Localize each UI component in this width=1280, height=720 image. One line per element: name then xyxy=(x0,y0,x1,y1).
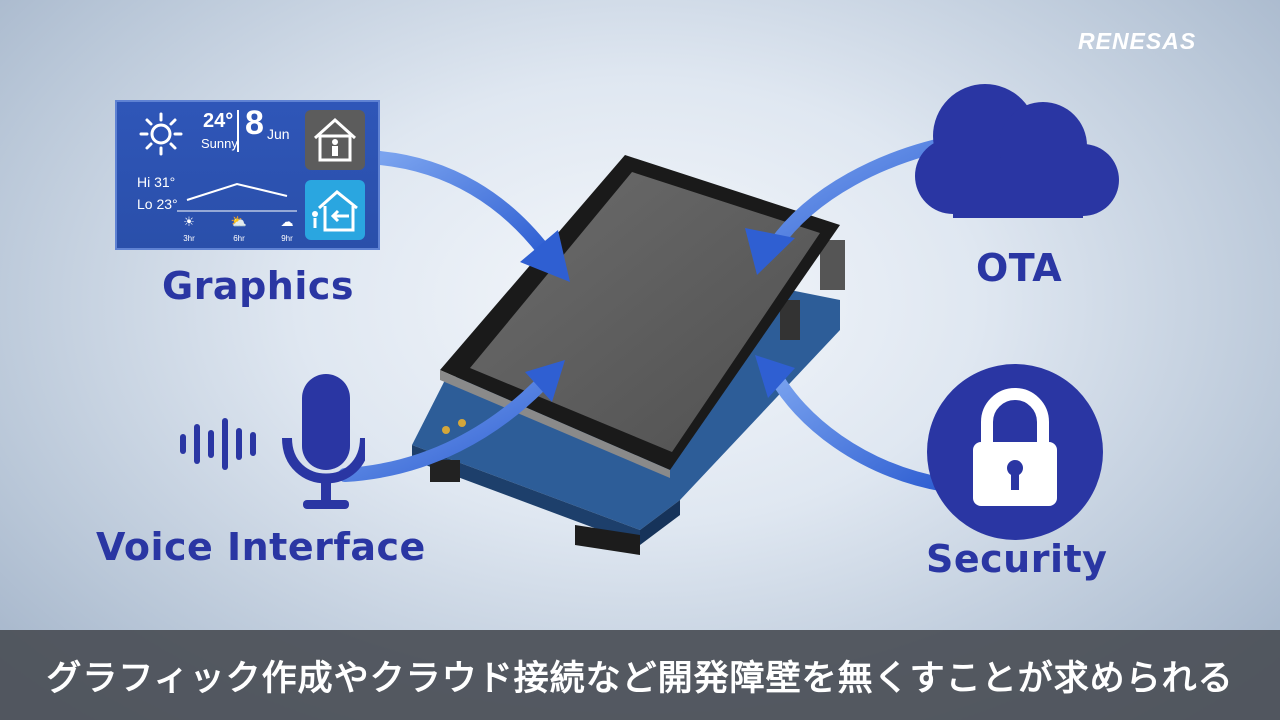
microphone-icon xyxy=(180,374,365,509)
date-day: 8 xyxy=(245,104,264,142)
forecast-time: 9hr xyxy=(281,234,293,243)
weather-widget: 24° Sunny 8 Jun Hi 31° Lo 23° ☀ ⛅ ☁ 3hr … xyxy=(115,100,380,250)
lock-icon xyxy=(927,364,1103,540)
subtitle-bar: グラフィック作成やクラウド接続など開発障壁を無くすことが求められる xyxy=(0,630,1280,720)
home-leave-icon xyxy=(312,190,358,232)
home-tile xyxy=(305,110,365,170)
ota-label: OTA xyxy=(976,246,1063,290)
renesas-logo: RENESAS xyxy=(1078,28,1197,54)
temperature-curve xyxy=(177,182,297,212)
graphics-label: Graphics xyxy=(162,264,354,308)
date-month: Jun xyxy=(267,126,290,142)
forecast-sun-icon: ☀ xyxy=(183,214,195,229)
voice-interface-label: Voice Interface xyxy=(96,525,426,569)
forecast-time: 3hr xyxy=(183,234,195,243)
condition: Sunny xyxy=(201,136,238,151)
temp-high: Hi 31° xyxy=(137,174,176,190)
arrow-head-security xyxy=(755,355,795,398)
subtitle-text: グラフィック作成やクラウド接続など開発障壁を無くすことが求められる xyxy=(46,658,1234,699)
cloud-icon xyxy=(915,84,1119,218)
arrow-head-ota xyxy=(745,228,795,275)
temperature: 24° xyxy=(203,110,234,132)
arrow-head-graphics xyxy=(520,230,570,282)
arrow-head-voice xyxy=(525,360,565,402)
security-label: Security xyxy=(926,537,1108,581)
home-person-icon xyxy=(313,117,357,162)
forecast-partly-cloudy-icon: ⛅ xyxy=(230,214,248,229)
away-tile xyxy=(305,180,365,240)
forecast-cloud-icon: ☁ xyxy=(280,214,294,229)
forecast-time: 6hr xyxy=(233,234,245,243)
divider xyxy=(237,110,239,152)
sun-icon xyxy=(139,112,183,156)
temp-low: Lo 23° xyxy=(137,196,178,212)
